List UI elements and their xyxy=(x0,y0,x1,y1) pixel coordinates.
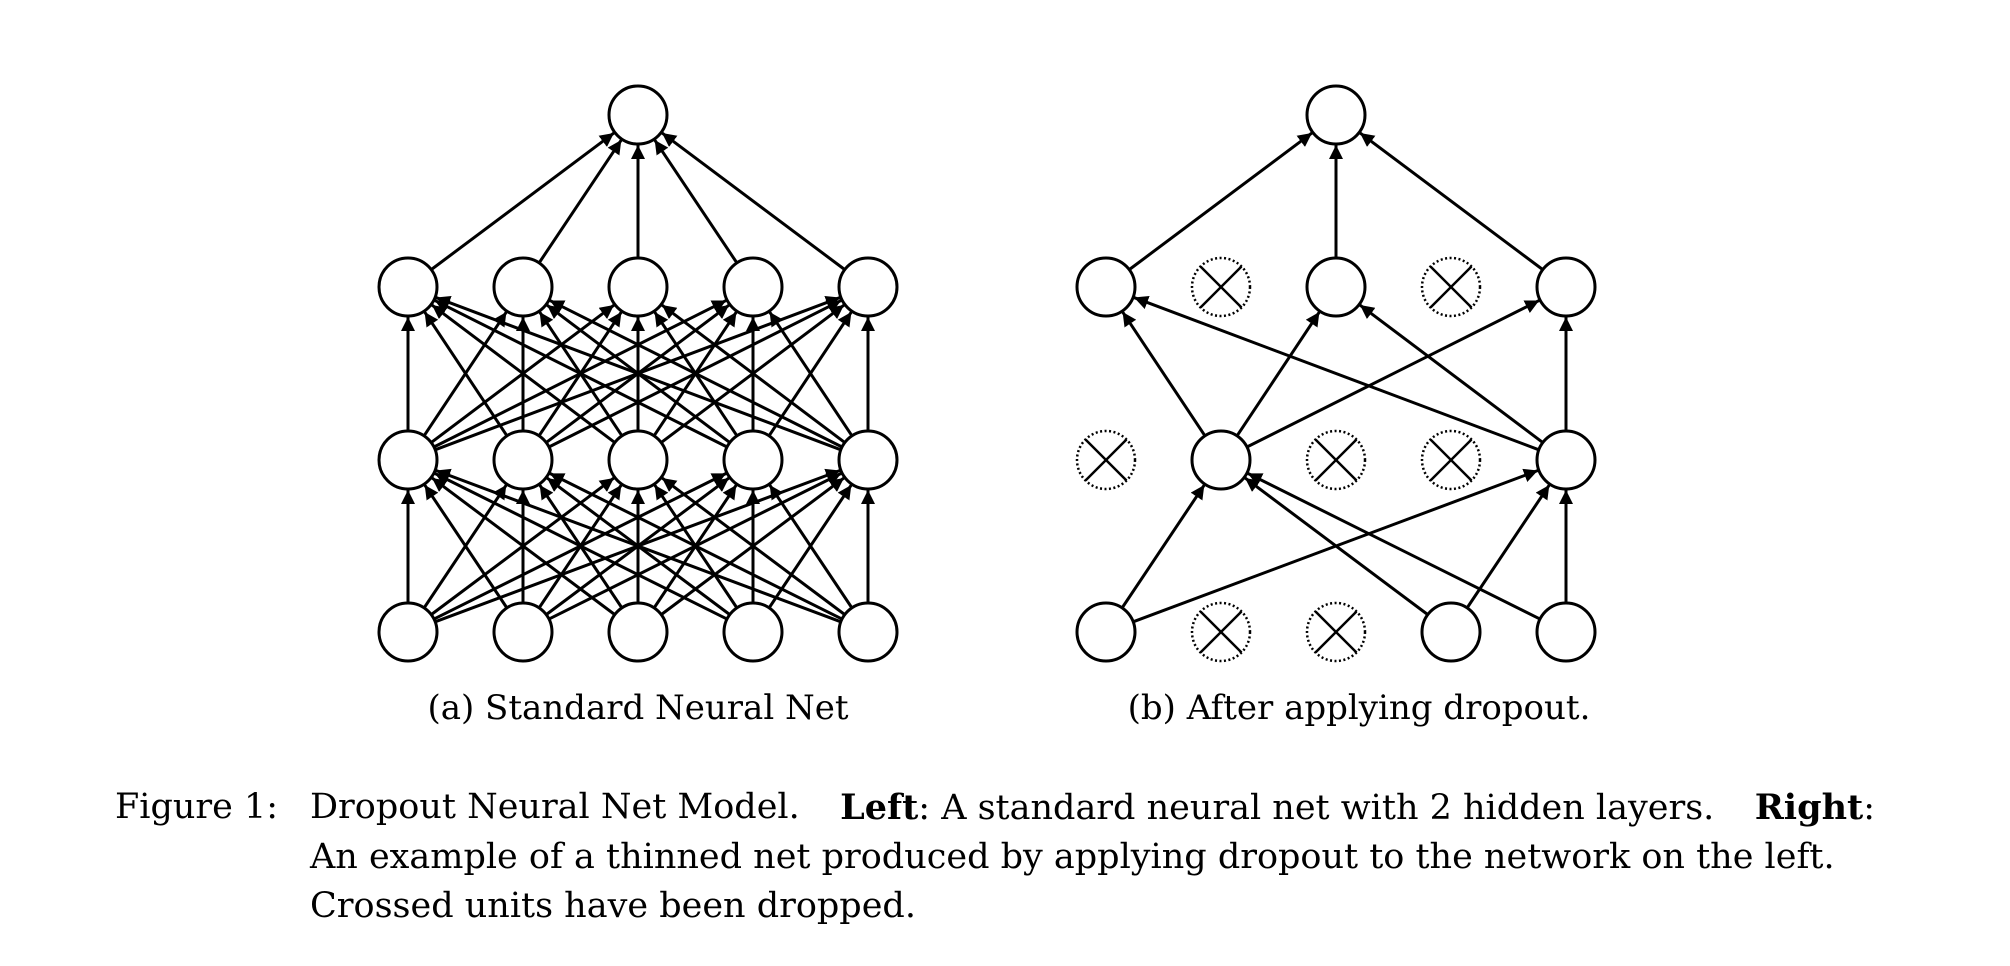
caption-text-1: Dropout Neural Net Model. xyxy=(310,787,800,827)
connection-arrow xyxy=(431,476,616,616)
unit xyxy=(607,601,669,663)
unit xyxy=(837,429,899,491)
cross-stroke xyxy=(1199,610,1243,654)
connections xyxy=(1120,131,1573,624)
connection-arrow xyxy=(1244,476,1429,616)
caption-bold-right: Right xyxy=(1754,787,1864,828)
unit xyxy=(1535,429,1597,491)
units xyxy=(1075,84,1597,663)
cross-stroke xyxy=(1314,438,1358,482)
connection-arrow xyxy=(653,139,739,264)
connection-arrow xyxy=(1120,484,1206,609)
cross-stroke xyxy=(1084,438,1128,482)
connection-arrow xyxy=(430,131,615,271)
caption-left-part: Left: A standard neural net with 2 hidde… xyxy=(840,783,1714,833)
unit xyxy=(1535,601,1597,663)
caption-text-3: : xyxy=(1863,788,1875,828)
connection-arrow xyxy=(1247,472,1541,621)
unit xyxy=(607,256,669,318)
unit xyxy=(1305,84,1367,146)
connection-arrow xyxy=(549,472,843,621)
connection-arrow xyxy=(1246,299,1540,449)
unit xyxy=(607,429,669,491)
connection-arrow xyxy=(768,484,854,609)
dropped-unit xyxy=(1305,601,1367,663)
dropped-unit xyxy=(1420,429,1482,491)
caption-line-2: An example of a thinned net produced by … xyxy=(310,837,1835,877)
panel-b-caption: (b) After applying dropout. xyxy=(1127,688,1591,728)
units xyxy=(377,84,899,663)
unit xyxy=(377,256,439,318)
figure-caption-body: Dropout Neural Net Model. Left: A standa… xyxy=(310,783,1875,931)
cross-stroke xyxy=(1314,610,1358,654)
connection-arrow xyxy=(1121,311,1207,437)
connection-arrow xyxy=(423,484,509,609)
connection-arrow xyxy=(431,303,616,444)
dropped-unit xyxy=(1420,256,1482,318)
unit xyxy=(607,84,669,146)
unit xyxy=(492,429,554,491)
connection-arrow xyxy=(435,295,842,452)
unit xyxy=(1420,601,1482,663)
connection-arrow xyxy=(423,311,509,437)
unit xyxy=(1190,429,1252,491)
unit xyxy=(722,601,784,663)
caption-right-part: Right: xyxy=(1755,783,1875,833)
connections xyxy=(401,131,875,624)
unit xyxy=(1535,256,1597,318)
cross-stroke xyxy=(1429,265,1473,309)
caption-text-2: : A standard neural net with 2 hidden la… xyxy=(918,788,1715,828)
unit xyxy=(1075,601,1137,663)
unit xyxy=(377,601,439,663)
unit xyxy=(837,601,899,663)
connection-arrow xyxy=(1359,131,1544,271)
connection-arrow xyxy=(1235,311,1321,437)
unit xyxy=(722,429,784,491)
connection-arrow xyxy=(434,299,728,449)
caption-line-1: Dropout Neural Net Model. Left: A standa… xyxy=(310,783,1875,833)
standard-net-diagram xyxy=(377,84,899,663)
unit xyxy=(1075,256,1137,318)
cross-stroke xyxy=(1429,438,1473,482)
connection-arrow xyxy=(661,131,846,271)
dropped-unit xyxy=(1190,256,1252,318)
connection-arrow xyxy=(1128,131,1313,271)
dropped-unit xyxy=(1305,429,1367,491)
connection-arrow xyxy=(661,476,846,616)
connection-arrow xyxy=(537,139,623,264)
connection-arrow xyxy=(1133,295,1540,452)
unit xyxy=(837,256,899,318)
figure-label: Figure 1: xyxy=(115,787,279,827)
connection-arrow xyxy=(768,311,854,437)
dropout-net-diagram xyxy=(1075,84,1597,663)
connection-arrow xyxy=(1465,484,1551,609)
connection-arrow xyxy=(434,472,728,621)
unit xyxy=(492,601,554,663)
unit xyxy=(377,429,439,491)
caption-bold-left: Left xyxy=(840,787,919,828)
dropout-figure xyxy=(377,84,1597,663)
connection-arrow xyxy=(1359,303,1544,444)
figure-caption: Figure 1: Dropout Neural Net Model. Left… xyxy=(115,783,1975,931)
unit xyxy=(492,256,554,318)
caption-line-3: Crossed units have been dropped. xyxy=(310,886,916,926)
cross-stroke xyxy=(1199,265,1243,309)
connection-arrow xyxy=(435,468,842,624)
connection-arrow xyxy=(661,303,846,444)
connection-arrow xyxy=(549,299,843,449)
dropped-unit xyxy=(1075,429,1137,491)
dropped-unit xyxy=(1190,601,1252,663)
panel-a-caption: (a) Standard Neural Net xyxy=(427,688,849,728)
unit xyxy=(722,256,784,318)
unit xyxy=(1305,256,1367,318)
